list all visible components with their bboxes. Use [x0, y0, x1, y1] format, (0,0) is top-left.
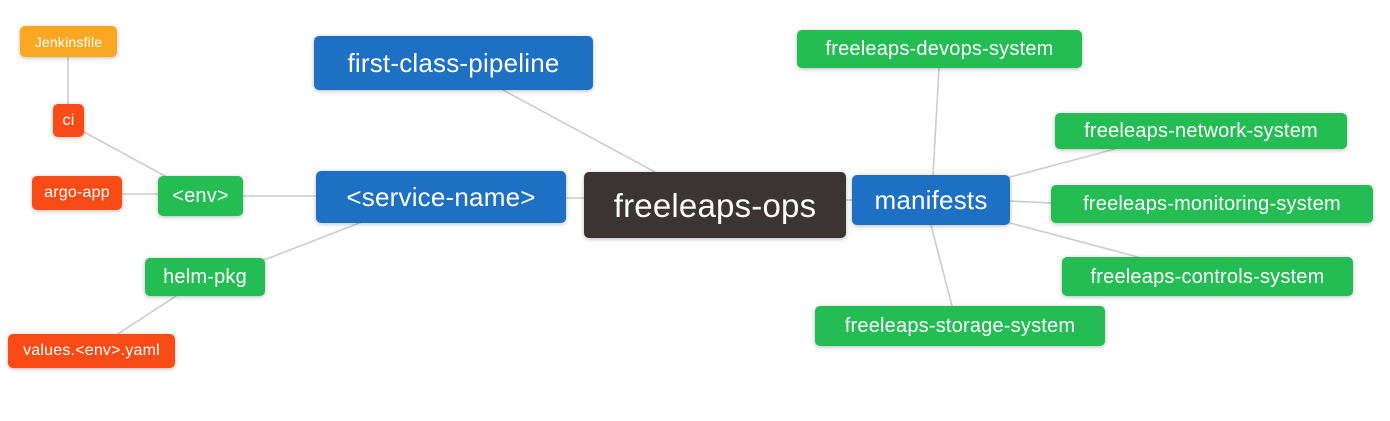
edge-helm-pkg-service-name [263, 221, 363, 261]
edge-ci-env [83, 131, 166, 177]
node-helm-pkg[interactable]: helm-pkg [145, 258, 265, 296]
edge-values-helm-pkg [117, 295, 177, 335]
edge-pipeline-root [502, 89, 656, 173]
edge-devops-manifests [932, 67, 940, 176]
node-service-name[interactable]: <service-name> [316, 171, 566, 223]
node-controls-system[interactable]: freeleaps-controls-system [1062, 257, 1353, 296]
node-jenkinsfile[interactable]: Jenkinsfile [20, 26, 117, 57]
node-storage-system[interactable]: freeleaps-storage-system [815, 306, 1105, 346]
edge-manifests-controls [1009, 222, 1139, 258]
node-env[interactable]: <env> [158, 176, 243, 216]
node-manifests[interactable]: manifests [852, 175, 1010, 225]
node-network-system[interactable]: freeleaps-network-system [1055, 113, 1347, 149]
edge-manifests-storage [930, 224, 953, 307]
node-ci[interactable]: ci [53, 104, 84, 137]
node-first-class-pipeline[interactable]: first-class-pipeline [314, 36, 593, 90]
node-freeleaps-ops[interactable]: freeleaps-ops [584, 172, 846, 238]
node-argo-app[interactable]: argo-app [32, 176, 122, 210]
node-values-env-yaml[interactable]: values.<env>.yaml [8, 334, 175, 368]
node-monitoring-system[interactable]: freeleaps-monitoring-system [1051, 185, 1373, 223]
node-devops-system[interactable]: freeleaps-devops-system [797, 30, 1082, 68]
edge-manifests-monitoring [1009, 200, 1052, 204]
edge-manifests-network [1009, 148, 1116, 178]
